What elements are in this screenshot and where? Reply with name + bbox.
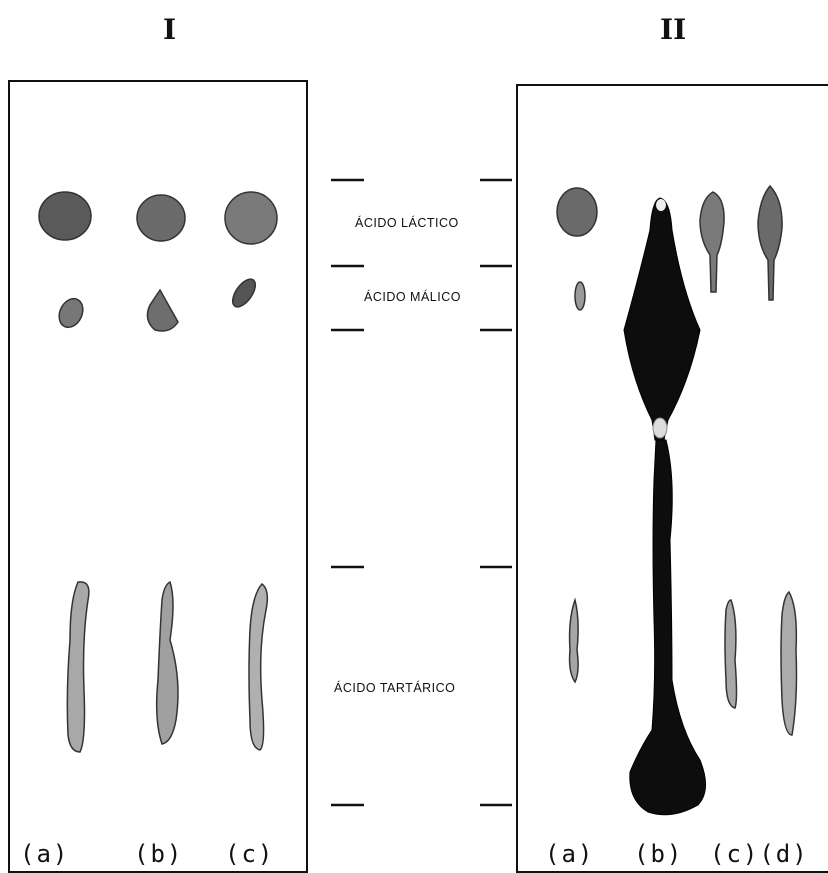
- label-lactic-acid: Ácido Láctico: [355, 216, 459, 230]
- spot-ii-c-lactic: [700, 192, 724, 292]
- spot-ii-d-tartaric: [781, 592, 797, 735]
- spot-i-c-malic: [228, 275, 259, 310]
- label-tartaric-acid: Ácido Tartárico: [334, 681, 455, 695]
- spot-ii-a-malic: [575, 282, 585, 310]
- spot-i-b-tartaric: [157, 582, 178, 744]
- panel-i-spots: [39, 192, 277, 752]
- spot-i-a-malic: [55, 295, 88, 331]
- lane-label-ii-a: (a): [545, 840, 594, 868]
- spot-ii-d-lactic: [758, 186, 782, 300]
- label-malic-acid: Ácido Málico: [364, 290, 461, 304]
- lane-label-i-b: (b): [134, 840, 183, 868]
- spot-i-b-lactic: [137, 195, 185, 241]
- lane-label-ii-cd: (c)(d): [710, 840, 809, 868]
- spot-ii-a-tartaric: [570, 600, 579, 682]
- lane-label-i-a: (a): [20, 840, 69, 868]
- spot-i-b-malic: [147, 290, 178, 331]
- lane-label-i-c: (c): [225, 840, 274, 868]
- spot-i-c-tartaric: [249, 584, 267, 750]
- spot-ii-b-origin-gap: [653, 418, 667, 438]
- zone-boundary-ticks: [331, 180, 512, 805]
- lane-label-ii-b: (b): [634, 840, 683, 868]
- spot-ii-a-lactic: [557, 188, 597, 236]
- spot-ii-c-tartaric: [725, 600, 737, 708]
- spot-i-a-lactic: [39, 192, 91, 240]
- spot-i-c-lactic: [225, 192, 277, 244]
- spot-ii-b-streak: [624, 198, 706, 815]
- spot-i-a-tartaric: [67, 582, 89, 752]
